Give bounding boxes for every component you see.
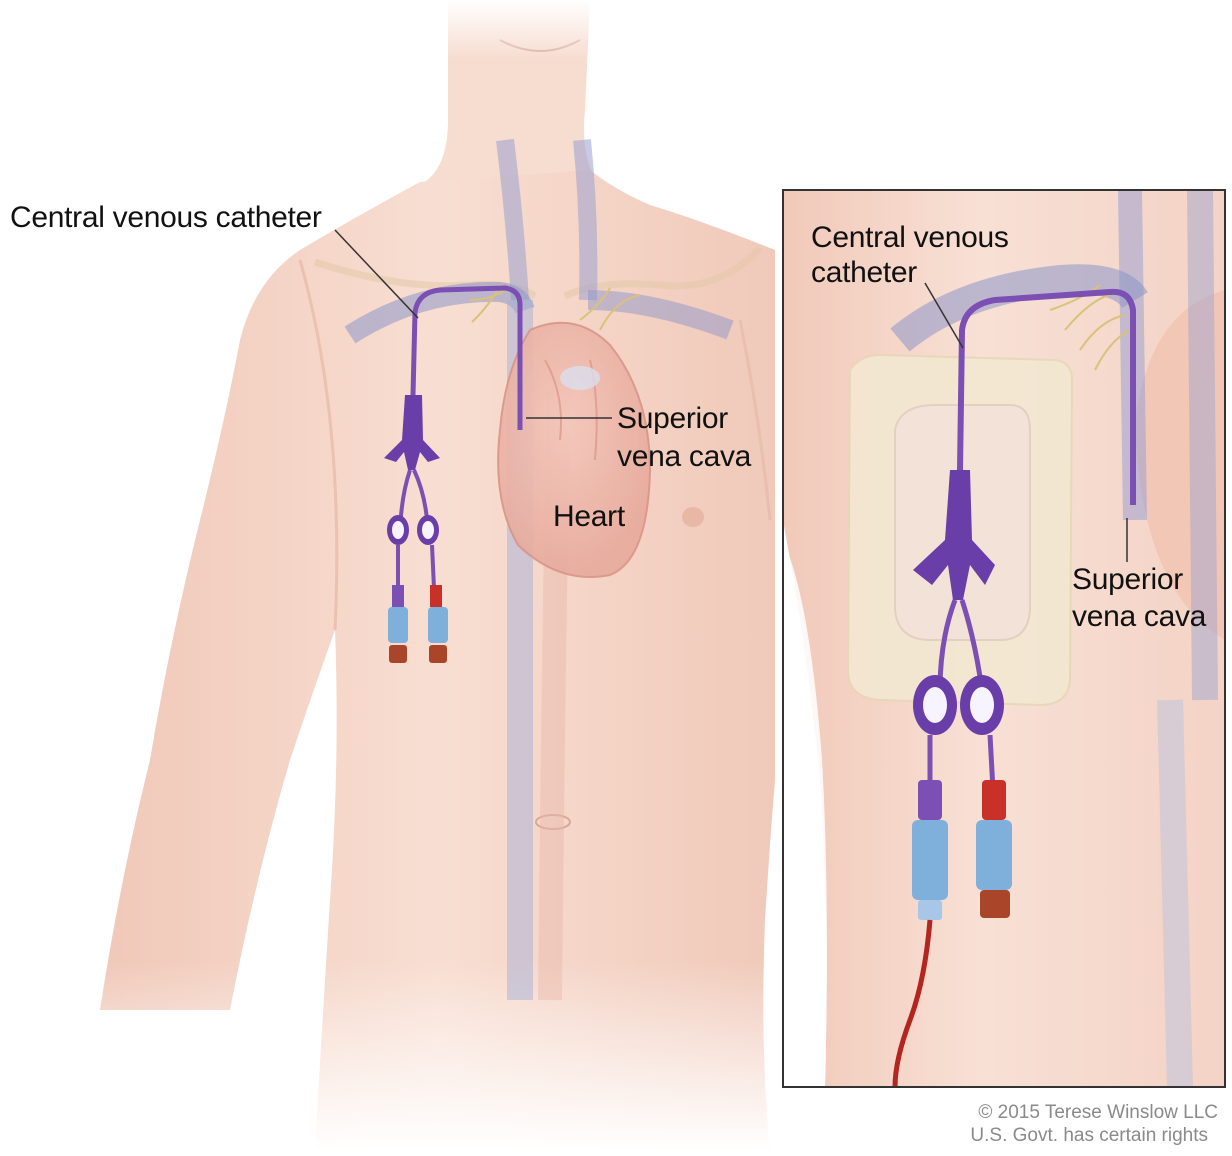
inset-superior-vena-cava-label-line2: vena cava bbox=[1072, 600, 1206, 634]
superior-vena-cava-label-line2: vena cava bbox=[617, 440, 751, 474]
inset-central-venous-label-line1: Central venous bbox=[811, 221, 1009, 255]
copyright-line1: © 2015 Terese Winslow LLC bbox=[978, 1102, 1218, 1124]
superior-vena-cava-label-line1: Superior bbox=[617, 402, 728, 436]
heart-label: Heart bbox=[553, 500, 625, 534]
main-torso bbox=[60, 0, 800, 1151]
inset-central-venous-label-line2: catheter bbox=[811, 256, 917, 290]
inset-superior-vena-cava-label-line1: Superior bbox=[1072, 563, 1183, 597]
inset-panel bbox=[783, 190, 1225, 1087]
central-venous-catheter-label: Central venous catheter bbox=[10, 201, 322, 235]
copyright-line2: U.S. Govt. has certain rights bbox=[970, 1125, 1208, 1147]
